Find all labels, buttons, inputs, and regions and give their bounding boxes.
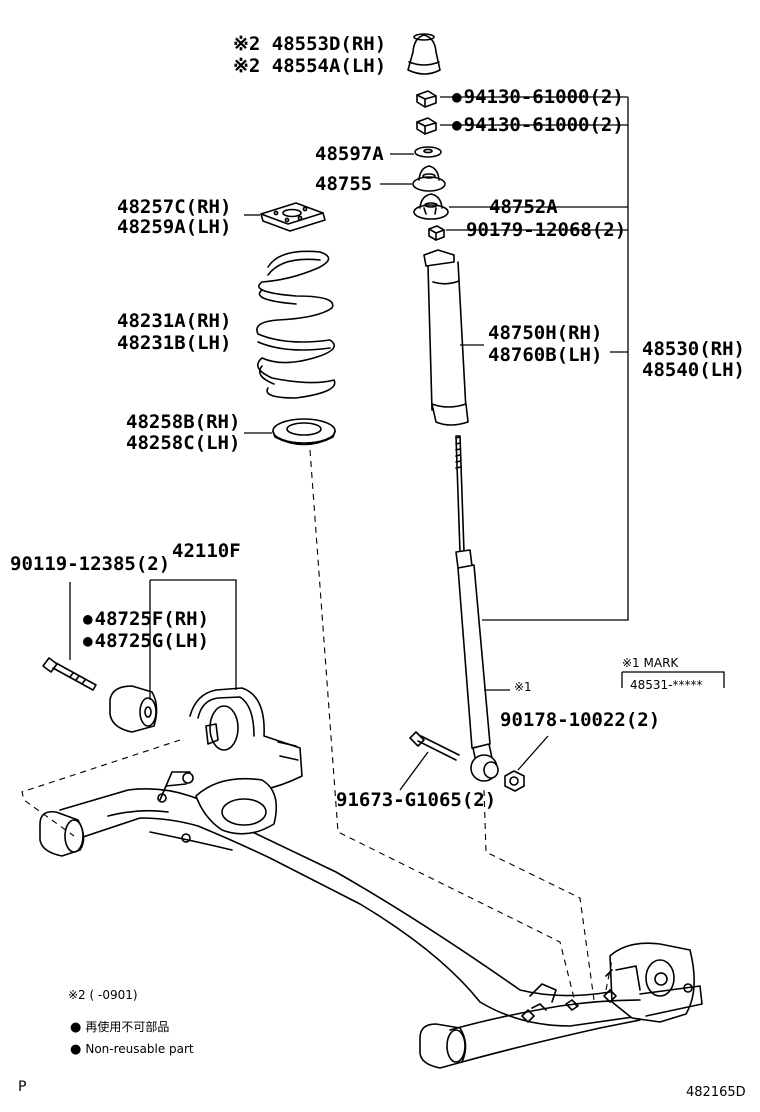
bump-stopper-part — [407, 33, 441, 75]
label-absorber-assy-rh: 48530(RH) — [642, 338, 745, 360]
label-absorber-lh: 48760B(LH) — [488, 344, 603, 366]
label-coil-spring-lh: 48231B(LH) — [117, 332, 232, 354]
label-nut-1: 94130-61000(2) — [452, 86, 624, 109]
mark-box-code: 48531-***** — [630, 678, 703, 692]
label-upper-seat-rh: 48257C(RH) — [117, 196, 232, 218]
label-bolt-front: 90119-12385(2) — [10, 553, 171, 575]
label-nut-lower: 90178-10022(2) — [500, 709, 661, 731]
lower-bolt-part — [409, 731, 460, 761]
legend-non-reusable-en: Non-reusable part — [70, 1042, 193, 1057]
lower-spring-seat-part — [272, 418, 336, 446]
front-bolt-part — [42, 657, 97, 691]
lower-nut-part — [504, 770, 525, 792]
label-bump-stopper-rh: ※2 48553D(RH) — [233, 33, 387, 55]
absorber-cover-part — [423, 249, 469, 426]
nut-part-1 — [416, 90, 437, 108]
label-washer: 48597A — [315, 143, 384, 165]
washer-part — [414, 146, 442, 158]
label-upper-seat-lh: 48259A(LH) — [117, 216, 232, 238]
rear-axle-beam-part — [39, 687, 703, 1069]
nut-part-3 — [428, 225, 445, 241]
support-part — [412, 165, 446, 192]
label-bushing-lh: 48725G(LH) — [83, 630, 209, 653]
label-absorber-assy-lh: 48540(LH) — [642, 359, 745, 381]
label-bump-stopper-lh: ※2 48554A(LH) — [233, 55, 387, 77]
corner-letter: P — [18, 1079, 27, 1095]
absorber-body-part — [455, 549, 499, 782]
diagram-code: 482165D — [686, 1085, 746, 1100]
label-support: 48755 — [315, 173, 373, 195]
label-bushing-rh: 48725F(RH) — [83, 608, 209, 631]
label-nut-2: 94130-61000(2) — [452, 114, 624, 137]
label-lower-seat-rh: 48258B(RH) — [126, 411, 241, 433]
label-absorber-rh: 48750H(RH) — [488, 322, 603, 344]
mark-box-title: ※1 MARK — [622, 656, 679, 670]
legend-note-2: ※2 ( -0901) — [68, 988, 138, 1002]
label-support-lower: 48752A — [489, 196, 558, 218]
dashed-assembly-lines — [21, 449, 613, 1007]
label-bolt-lower: 91673-G1065(2) — [336, 789, 497, 811]
label-axle-beam: 42110F — [172, 540, 241, 562]
label-nut-3: 90179-12068(2) — [466, 219, 627, 241]
absorber-rod-part — [455, 435, 465, 553]
label-coil-spring-rh: 48231A(RH) — [117, 310, 232, 332]
support-lower-part — [413, 193, 449, 220]
label-lower-seat-lh: 48258C(LH) — [126, 432, 241, 454]
mark-callout: ※1 — [514, 680, 532, 694]
upper-spring-seat-part — [260, 202, 326, 232]
bushing-part — [109, 685, 158, 733]
legend-non-reusable-jp: 再使用不可部品 — [70, 1020, 169, 1035]
coil-spring-part — [256, 250, 336, 399]
nut-part-2 — [416, 117, 437, 135]
